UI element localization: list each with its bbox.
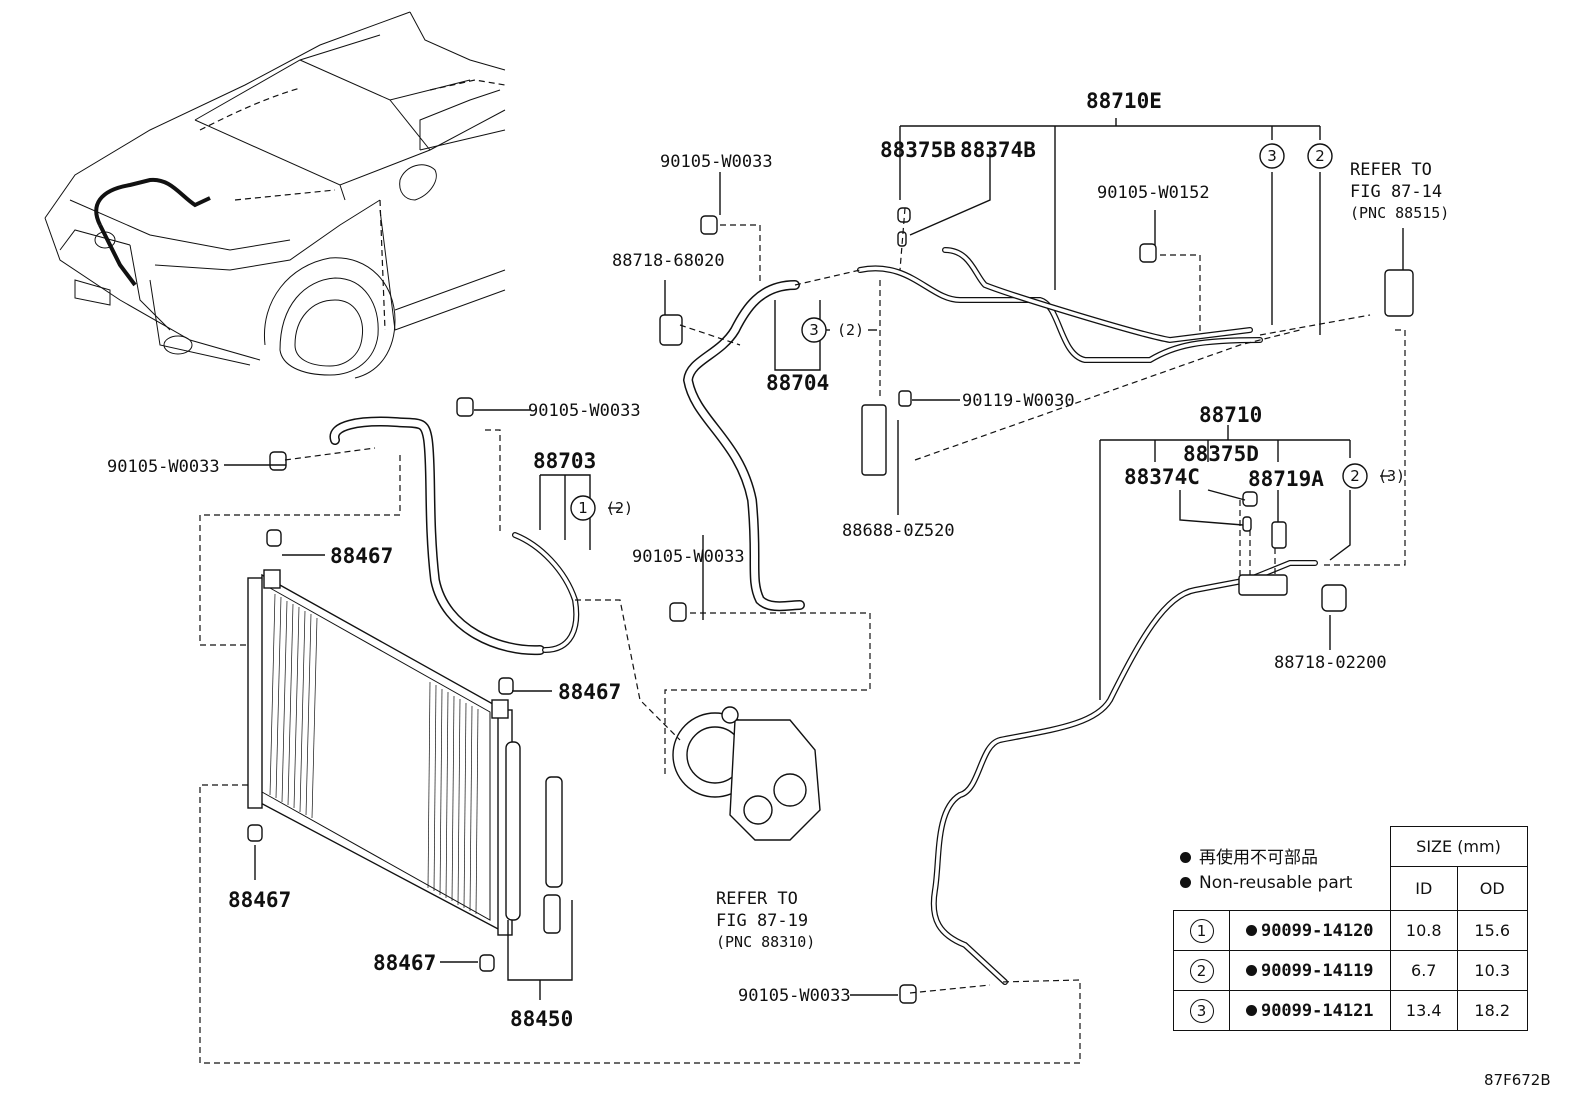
callout-2-b: 2 bbox=[1350, 467, 1360, 485]
label-88450: 88450 bbox=[510, 1007, 573, 1031]
small-parts bbox=[247, 207, 1414, 1004]
row-ref: 2 bbox=[1189, 958, 1214, 983]
refer-fig-87-14-line3: (PNC 88515) bbox=[1350, 204, 1449, 222]
label-88688-0Z520: 88688-0Z520 bbox=[842, 521, 955, 541]
table-col-od: OD bbox=[1456, 866, 1528, 911]
callout-3-a: 3 bbox=[1267, 147, 1277, 165]
legend: 再使用不可部品 Non-reusable part bbox=[1180, 846, 1410, 896]
callout-3-qty-2: (2) bbox=[837, 321, 864, 339]
row-id: 10.8 bbox=[1389, 910, 1458, 951]
legend-english: Non-reusable part bbox=[1180, 871, 1410, 896]
label-88374B: 88374B bbox=[960, 138, 1036, 162]
leader-lines bbox=[224, 118, 1404, 1000]
label-88710: 88710 bbox=[1199, 403, 1262, 427]
label-90105-W0033-left: 90105-W0033 bbox=[107, 457, 220, 477]
bullet-icon bbox=[1180, 852, 1191, 863]
callout-1-qty-2: (2) bbox=[606, 499, 633, 517]
refer-fig-87-19-line1: REFER TO bbox=[716, 889, 798, 909]
label-88375D: 88375D bbox=[1183, 442, 1259, 466]
label-90105-W0033-left-upper: 90105-W0033 bbox=[528, 401, 641, 421]
label-88467-bottom: 88467 bbox=[373, 951, 436, 975]
hoses bbox=[329, 247, 1318, 985]
label-88467-bottom-left: 88467 bbox=[228, 888, 291, 912]
label-88718-02200: 88718-02200 bbox=[1274, 653, 1387, 673]
label-88467-mid: 88467 bbox=[558, 680, 621, 704]
row-ref: 1 bbox=[1189, 918, 1214, 943]
label-90105-W0152: 90105-W0152 bbox=[1097, 183, 1210, 203]
label-88719A: 88719A bbox=[1248, 467, 1324, 491]
label-88375B: 88375B bbox=[880, 138, 956, 162]
row-ref: 3 bbox=[1189, 998, 1214, 1023]
label-88710E: 88710E bbox=[1086, 89, 1162, 113]
row-id: 6.7 bbox=[1389, 950, 1458, 991]
refer-fig-87-19-line3: (PNC 88310) bbox=[716, 933, 815, 951]
table-row: 1 90099-14120 10.8 15.6 bbox=[1173, 910, 1528, 951]
part-labels: 88710E 88375B 88374B 90105-W0152 REFER T… bbox=[107, 89, 1449, 1031]
vehicle-locator-sketch bbox=[44, 11, 506, 379]
callout-3-b: 3 bbox=[809, 321, 819, 339]
label-90119-W0030: 90119-W0030 bbox=[962, 391, 1075, 411]
callout-circles: 3 2 3 1 2 bbox=[570, 143, 1368, 521]
label-88374C: 88374C bbox=[1124, 465, 1200, 489]
table-col-id: ID bbox=[1389, 866, 1458, 911]
o-ring-size-table: SIZE (mm) ID OD 1 90099-14120 10.8 15.6 … bbox=[1173, 826, 1528, 1031]
row-od: 10.3 bbox=[1456, 950, 1528, 991]
table-header-size: SIZE (mm) bbox=[1389, 826, 1528, 867]
row-id: 13.4 bbox=[1389, 990, 1458, 1031]
refer-fig-87-19-line2: FIG 87-19 bbox=[716, 911, 808, 931]
bullet-icon bbox=[1245, 924, 1257, 936]
row-od: 18.2 bbox=[1456, 990, 1528, 1031]
refer-fig-87-14-line2: FIG 87-14 bbox=[1350, 182, 1442, 202]
bullet-icon bbox=[1245, 964, 1257, 976]
row-part-number: 90099-14121 bbox=[1260, 1000, 1374, 1021]
legend-japanese: 再使用不可部品 bbox=[1180, 846, 1410, 871]
row-part-number: 90099-14119 bbox=[1260, 960, 1374, 981]
figure-code: 87F672B bbox=[1484, 1071, 1551, 1089]
callout-1: 1 bbox=[578, 499, 588, 517]
row-part-number: 90099-14120 bbox=[1260, 920, 1374, 941]
label-90105-W0033-top: 90105-W0033 bbox=[660, 152, 773, 172]
label-88704: 88704 bbox=[766, 371, 829, 395]
callout-2-qty-3: (3) bbox=[1378, 467, 1405, 485]
refer-fig-87-14-line1: REFER TO bbox=[1350, 160, 1432, 180]
label-90105-W0033-mid: 90105-W0033 bbox=[632, 547, 745, 567]
callout-2-a: 2 bbox=[1315, 147, 1325, 165]
table-row: 3 90099-14121 13.4 18.2 bbox=[1173, 990, 1528, 1031]
table-row: 2 90099-14119 6.7 10.3 bbox=[1173, 950, 1528, 991]
row-od: 15.6 bbox=[1456, 910, 1528, 951]
bullet-icon bbox=[1180, 877, 1191, 888]
condenser-assembly bbox=[247, 569, 563, 936]
label-90105-W0033-bottom: 90105-W0033 bbox=[738, 986, 851, 1006]
reference-lines bbox=[199, 207, 1406, 1064]
label-88703: 88703 bbox=[533, 449, 596, 473]
label-88467-top: 88467 bbox=[330, 544, 393, 568]
label-88718-68020: 88718-68020 bbox=[612, 251, 725, 271]
bullet-icon bbox=[1245, 1004, 1257, 1016]
